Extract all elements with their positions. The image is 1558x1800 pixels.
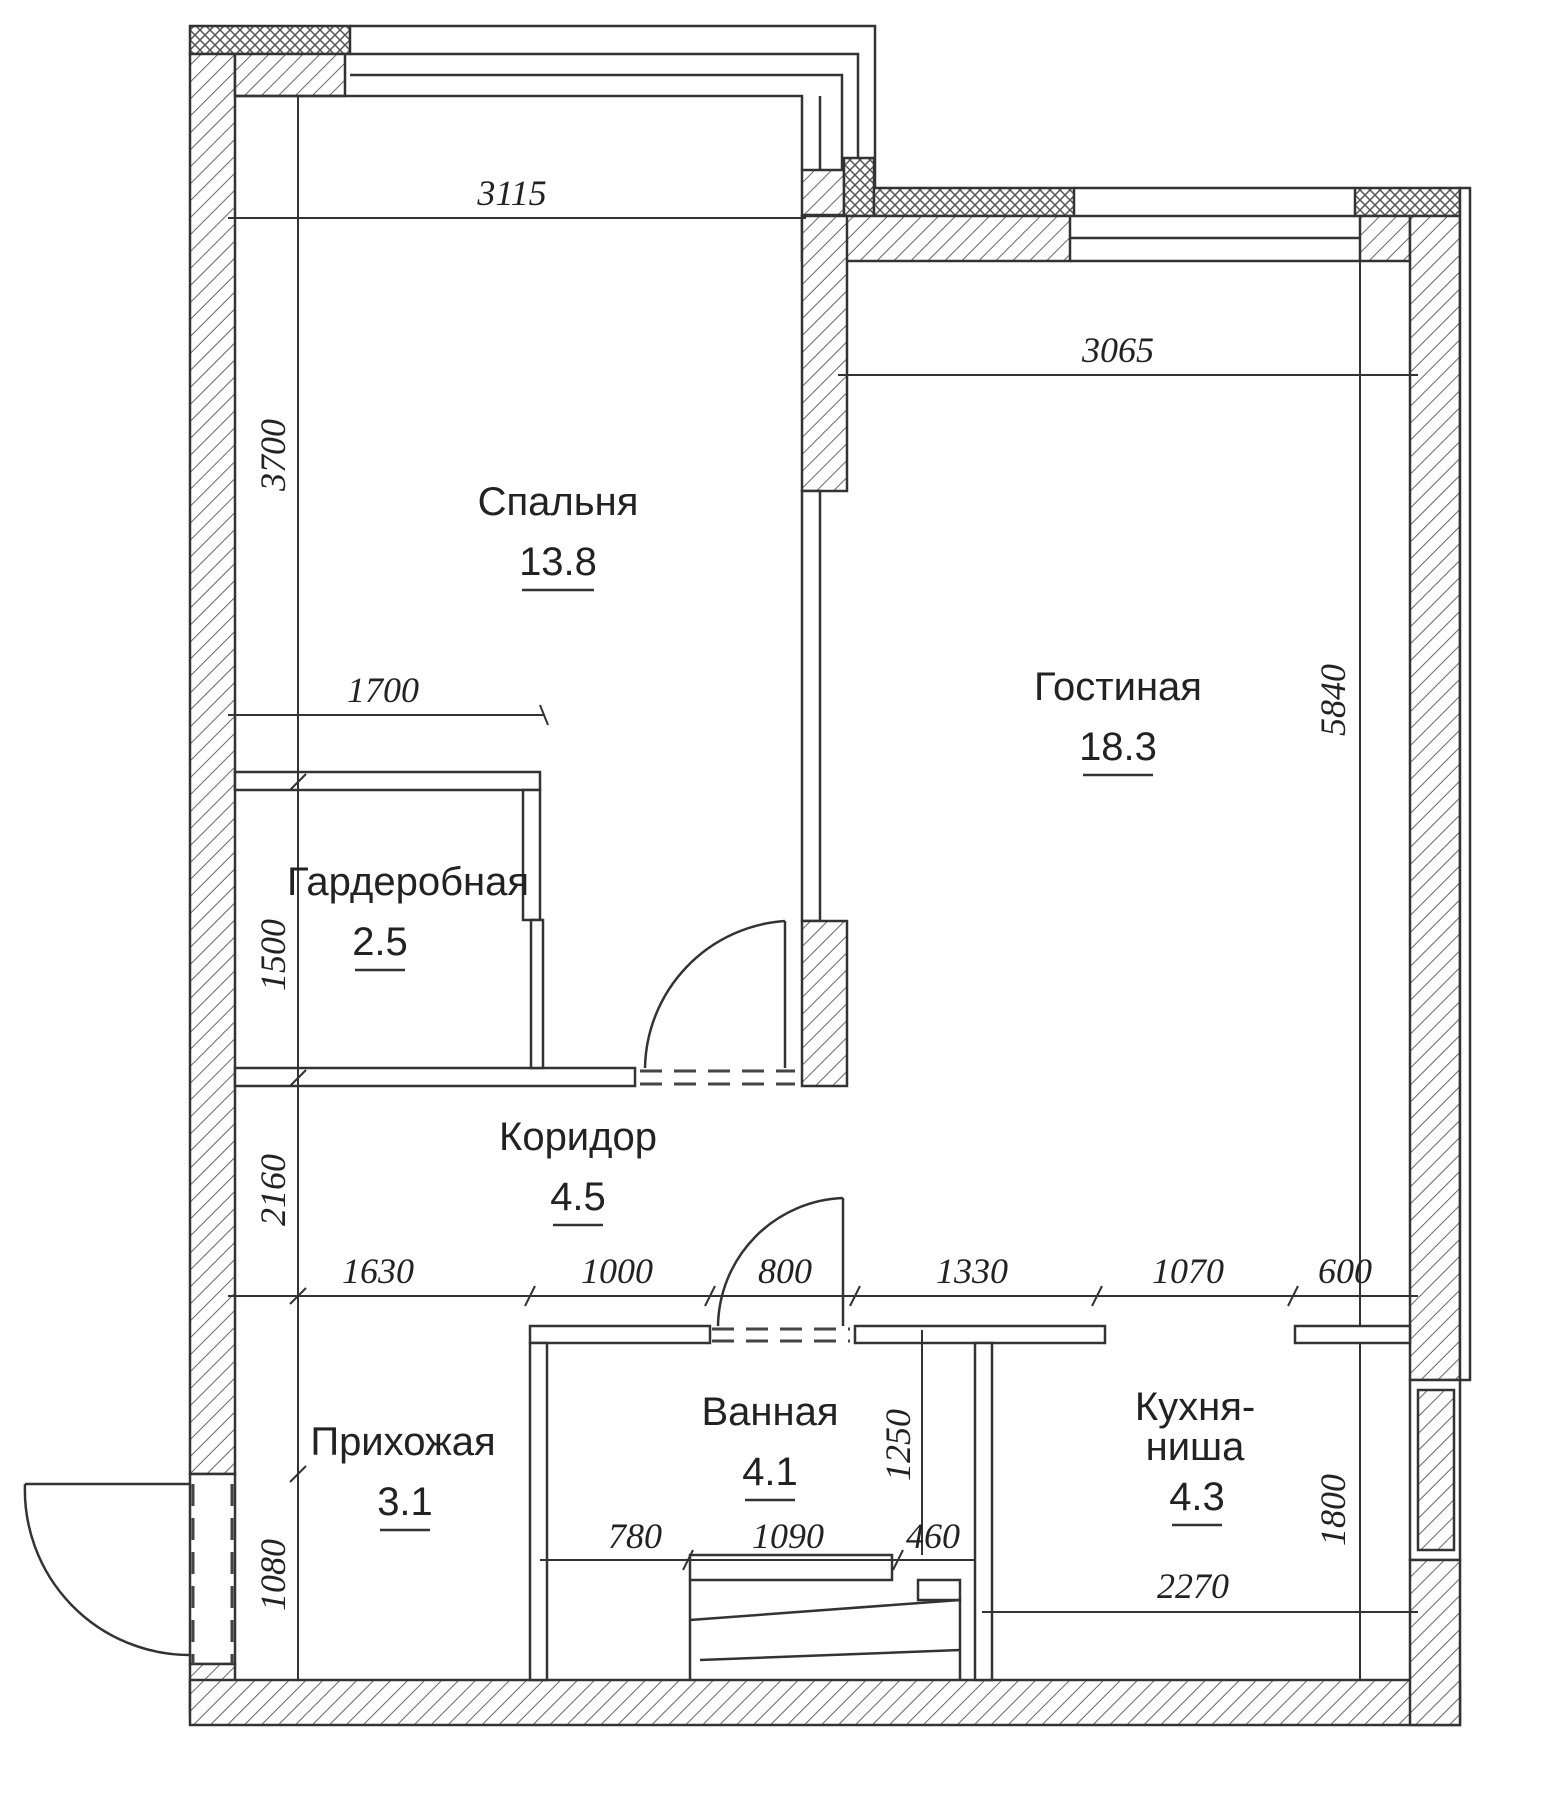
dim-tick [289, 773, 307, 791]
top-wall-left [233, 52, 347, 98]
dim-bath-row-3: 460 [906, 1516, 960, 1556]
room-labels: Спальня 13.8 Гостиная 18.3 Гардеробная 2… [287, 480, 1255, 1532]
dim-entry-height: 1080 [253, 1539, 293, 1611]
room-area-wardrobe: 2.5 [352, 920, 408, 964]
dim-row-2: 1000 [581, 1251, 653, 1291]
bathtub-body [688, 1580, 962, 1680]
dim-bath-row-1: 780 [608, 1516, 662, 1556]
room-area-bedroom: 13.8 [519, 540, 597, 584]
dim-wardrobe-width: 1700 [347, 670, 419, 710]
entry-gap [188, 1472, 237, 1666]
entry-threshold [191, 1484, 234, 1664]
dimension-labels: 3115 3065 1700 3700 1500 5840 2160 1080 … [253, 173, 1372, 1611]
dim-tick [524, 1285, 536, 1307]
dim-row-5: 1070 [1152, 1251, 1224, 1291]
room-area-kitchen: 4.3 [1169, 1475, 1225, 1519]
right-wall-lower [1408, 1558, 1462, 1727]
doors [23, 919, 850, 1664]
dim-bedroom-width: 3115 [476, 173, 546, 213]
bay-frame-3 [350, 73, 844, 190]
bathtub-top [688, 1553, 894, 1582]
dim-row-6: 600 [1318, 1251, 1372, 1291]
dim-tick [1287, 1285, 1299, 1307]
room-name-kitchen-2: ниша [1146, 1425, 1246, 1469]
dim-kitchen-height: 1800 [1313, 1474, 1353, 1546]
interior-walls [233, 214, 1412, 1682]
dim-tick [704, 1285, 716, 1307]
dim-bath-height: 1250 [878, 1409, 918, 1481]
bath-right-wall [973, 1341, 994, 1682]
dim-tick [289, 1069, 307, 1087]
dim-row-1: 1630 [342, 1251, 414, 1291]
wardrobe-top-wall [233, 770, 542, 792]
bath-top-wall-right [853, 1324, 1107, 1345]
partition-upper [800, 214, 849, 493]
left-wall-upper [188, 52, 237, 1476]
partition-thin [800, 489, 822, 923]
corner-column [800, 168, 846, 217]
dim-bath-row-2: 1090 [752, 1516, 824, 1556]
dim-tick [289, 1465, 307, 1483]
bath-top-wall-left [528, 1324, 712, 1345]
bath-left-wall [528, 1341, 549, 1682]
corner-xhatch [842, 156, 876, 218]
room-name-wardrobe: Гардеробная [287, 860, 529, 904]
right-wall-upper [1408, 214, 1462, 1382]
dim-tick [1091, 1285, 1103, 1307]
bath-door-arc [716, 1196, 844, 1327]
dim-tick [892, 1549, 904, 1571]
room-area-bathroom: 4.1 [742, 1450, 798, 1494]
dim-living-height: 5840 [1313, 664, 1353, 736]
room-name-corridor: Коридор [499, 1115, 657, 1159]
partition-lower [800, 919, 849, 1088]
parapet-mid [872, 186, 1076, 218]
sink [916, 1578, 962, 1602]
wardrobe-side-lower [529, 918, 545, 1070]
bay-frame-4 [235, 94, 804, 170]
living-top-right [1358, 214, 1412, 263]
bay-frame-2 [350, 52, 860, 190]
dim-tick [682, 1549, 694, 1571]
bath-door-threshold [712, 1327, 850, 1343]
room-name-bathroom: Ванная [701, 1390, 838, 1434]
parapet-right [1353, 186, 1462, 218]
dim-bedroom-height: 3700 [253, 419, 293, 492]
room-name-kitchen: Кухня- [1135, 1385, 1255, 1429]
room-name-bedroom: Спальня [478, 480, 639, 524]
room-name-living: Гостиная [1034, 665, 1202, 709]
room-area-entry: 3.1 [377, 1480, 433, 1524]
dim-row-4: 1330 [936, 1251, 1008, 1291]
exterior-walls [188, 24, 1472, 1727]
room-name-entry: Прихожая [310, 1420, 495, 1464]
dim-living-width: 3065 [1081, 330, 1154, 370]
dimension-lines [228, 96, 1418, 1680]
dim-tick [849, 1285, 861, 1307]
room-area-corridor: 4.5 [550, 1175, 606, 1219]
dim-wardrobe-height: 1500 [253, 919, 293, 991]
bedroom-door-arc [643, 919, 786, 1069]
dim-row-3: 800 [758, 1251, 812, 1291]
bay-frame-1 [350, 24, 877, 190]
dim-kitchen-width: 2270 [1157, 1566, 1229, 1606]
bedroom-bottom-wall [233, 1066, 637, 1088]
entry-door-arc [23, 1483, 191, 1657]
parapet-left [188, 24, 352, 56]
room-area-living: 18.3 [1079, 725, 1157, 769]
kitchen-window-hatch [1416, 1388, 1456, 1552]
kitchen-top-wall [1293, 1324, 1412, 1345]
dim-tick [539, 704, 549, 726]
living-window [1070, 186, 1360, 263]
bottom-wall [188, 1678, 1462, 1727]
dim-corridor-height: 2160 [253, 1154, 293, 1226]
bedroom-door-threshold [640, 1069, 795, 1086]
right-wall-outer-line [1458, 186, 1472, 1382]
